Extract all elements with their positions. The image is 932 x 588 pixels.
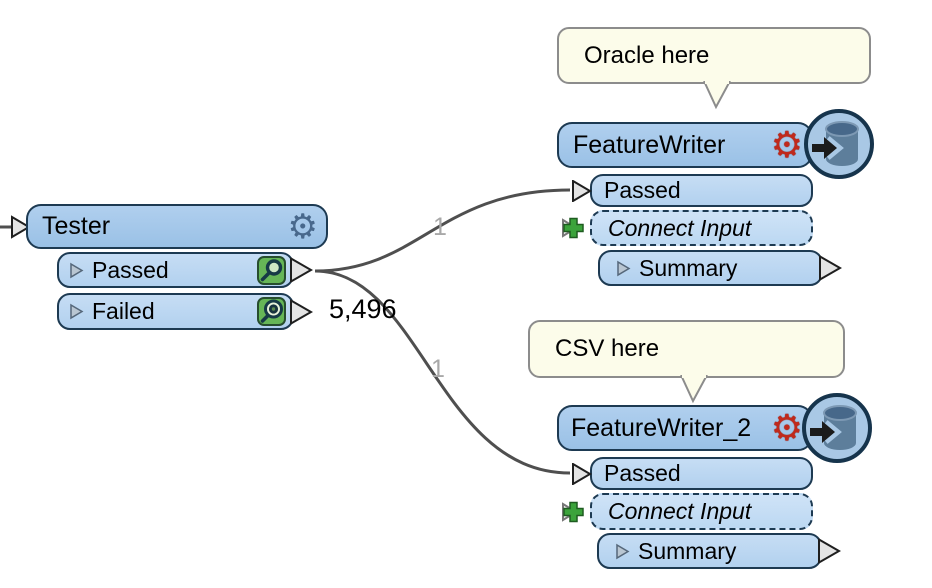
annotation-oracle[interactable]: Oracle here bbox=[557, 27, 871, 84]
annotation-csv[interactable]: CSV here bbox=[528, 320, 845, 378]
tester-node-header[interactable]: Tester ⚙ bbox=[26, 204, 328, 249]
featurewriter2-port-passed[interactable]: Passed bbox=[572, 457, 813, 490]
tester-input-arrow-icon[interactable] bbox=[11, 215, 31, 239]
featurewriter2-title: FeatureWriter_2 bbox=[571, 413, 752, 442]
database-icon bbox=[812, 121, 859, 166]
featurewriter2-port-connect-input[interactable]: Connect Input bbox=[562, 493, 813, 530]
featurewriter-port-connect-input[interactable]: Connect Input bbox=[562, 210, 813, 246]
featurewriter2-connect-input-label: Connect Input bbox=[608, 498, 752, 524]
red-gear-icon[interactable]: ⚙ bbox=[770, 407, 803, 448]
output-arrow-icon[interactable] bbox=[818, 538, 841, 564]
red-gear-icon[interactable]: ⚙ bbox=[770, 124, 803, 165]
output-arrow-icon[interactable] bbox=[290, 257, 313, 283]
featurewriter2-summary-label: Summary bbox=[638, 537, 737, 564]
featurewriter-connect-input-label: Connect Input bbox=[608, 214, 752, 241]
featurewriter-summary-label: Summary bbox=[639, 254, 738, 281]
failed-feature-count: 5,496 bbox=[329, 294, 397, 324]
annotation-tail-icon bbox=[680, 375, 708, 404]
tester-passed-label: Passed bbox=[92, 256, 169, 283]
output-arrow-icon[interactable] bbox=[290, 299, 313, 324]
annotation-oracle-text: Oracle here bbox=[584, 41, 710, 69]
add-input-plus-icon[interactable] bbox=[559, 496, 591, 528]
output-arrow-icon[interactable] bbox=[819, 255, 842, 281]
tester-port-failed[interactable]: Failed bbox=[57, 293, 313, 330]
featurewriter2-port-summary[interactable]: Summary bbox=[597, 533, 841, 569]
port-triangle-icon bbox=[70, 262, 84, 278]
featurewriter-node-header[interactable]: FeatureWriter ⚙ bbox=[557, 122, 813, 168]
tester-failed-label: Failed bbox=[92, 298, 155, 324]
featurewriter-port-summary[interactable]: Summary bbox=[598, 250, 842, 286]
gear-icon[interactable]: ⚙ bbox=[287, 207, 318, 246]
connection-count-writer2: 1 bbox=[431, 355, 445, 383]
tester-title: Tester bbox=[42, 212, 111, 240]
annotation-tail-icon bbox=[703, 81, 731, 110]
connection-count-writer1: 1 bbox=[433, 213, 447, 241]
featurewriter-title: FeatureWriter bbox=[573, 130, 726, 159]
inspect-eye-icon[interactable] bbox=[257, 297, 286, 326]
add-input-plus-icon[interactable] bbox=[559, 212, 591, 244]
featurewriter-port-passed[interactable]: Passed bbox=[572, 174, 813, 207]
port-triangle-icon bbox=[70, 303, 84, 320]
tester-port-passed[interactable]: Passed bbox=[57, 252, 313, 288]
port-triangle-icon bbox=[617, 260, 631, 276]
annotation-csv-text: CSV here bbox=[555, 335, 660, 362]
connection-passed-to-featurewriter[interactable] bbox=[314, 188, 571, 273]
input-arrow-icon[interactable] bbox=[572, 462, 592, 485]
input-arrow-icon[interactable] bbox=[572, 179, 592, 202]
database-icon bbox=[810, 405, 857, 450]
database-writer-badge[interactable] bbox=[802, 393, 872, 463]
featurewriter2-node-header[interactable]: FeatureWriter_2 ⚙ bbox=[557, 405, 813, 451]
database-writer-badge[interactable] bbox=[804, 109, 874, 179]
connection-passed-to-featurewriter-2[interactable] bbox=[314, 269, 571, 475]
inspect-magnifier-icon[interactable] bbox=[257, 255, 286, 285]
featurewriter-passed-label: Passed bbox=[604, 177, 681, 203]
featurewriter2-passed-label: Passed bbox=[604, 460, 681, 486]
port-triangle-icon bbox=[616, 543, 630, 559]
